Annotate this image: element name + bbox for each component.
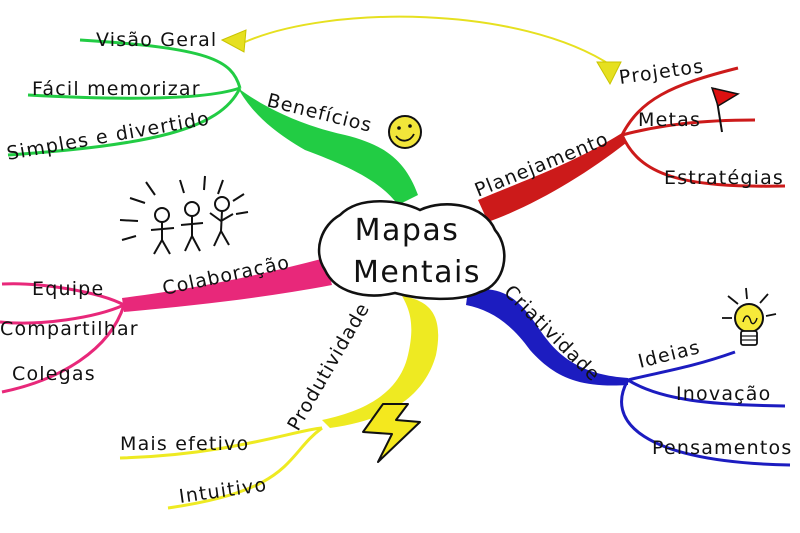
leaf-compartilhar: Compartilhar <box>0 318 139 340</box>
leaf-estrategias: Estratégias <box>664 167 784 189</box>
smiley-icon <box>388 115 422 149</box>
leaf-projetos: Projetos <box>618 55 706 89</box>
lightning-icon <box>362 403 421 463</box>
leaf-colegas: Colegas <box>12 363 96 385</box>
branch-label-criatividade: Criatividade <box>499 281 604 386</box>
center-title-line1: Mapas <box>355 213 460 248</box>
branch-beneficios <box>7 38 418 205</box>
leaf-pensamentos: Pensamentos <box>652 437 792 459</box>
leaf-inovacao: Inovação <box>676 383 771 405</box>
stick-figures-icon <box>119 175 249 255</box>
branch-colaboracao <box>0 258 332 394</box>
leaf-intuitivo: Intuitivo <box>178 474 269 508</box>
leaf-equipe: Equipe <box>32 278 104 300</box>
leaf-ideias: Ideias <box>636 336 703 373</box>
leaf-metas: Metas <box>638 109 701 131</box>
branch-produtividade <box>119 296 439 510</box>
center-title-line2: Mentais <box>353 255 481 290</box>
leaf-mais-efetivo: Mais efetivo <box>120 433 249 455</box>
leaf-visao-geral: Visão Geral <box>96 29 217 51</box>
leaf-simples-divertido: Simples e divertido <box>5 108 212 165</box>
connector-arrow <box>220 15 622 86</box>
lightbulb-icon <box>722 287 777 346</box>
center-node: Mapas Mentais <box>317 199 506 301</box>
red-flag-icon <box>710 86 740 133</box>
branch-planejamento <box>478 66 786 222</box>
branch-criatividade <box>466 289 791 467</box>
leaf-facil-memorizar: Fácil memorizar <box>32 78 201 100</box>
